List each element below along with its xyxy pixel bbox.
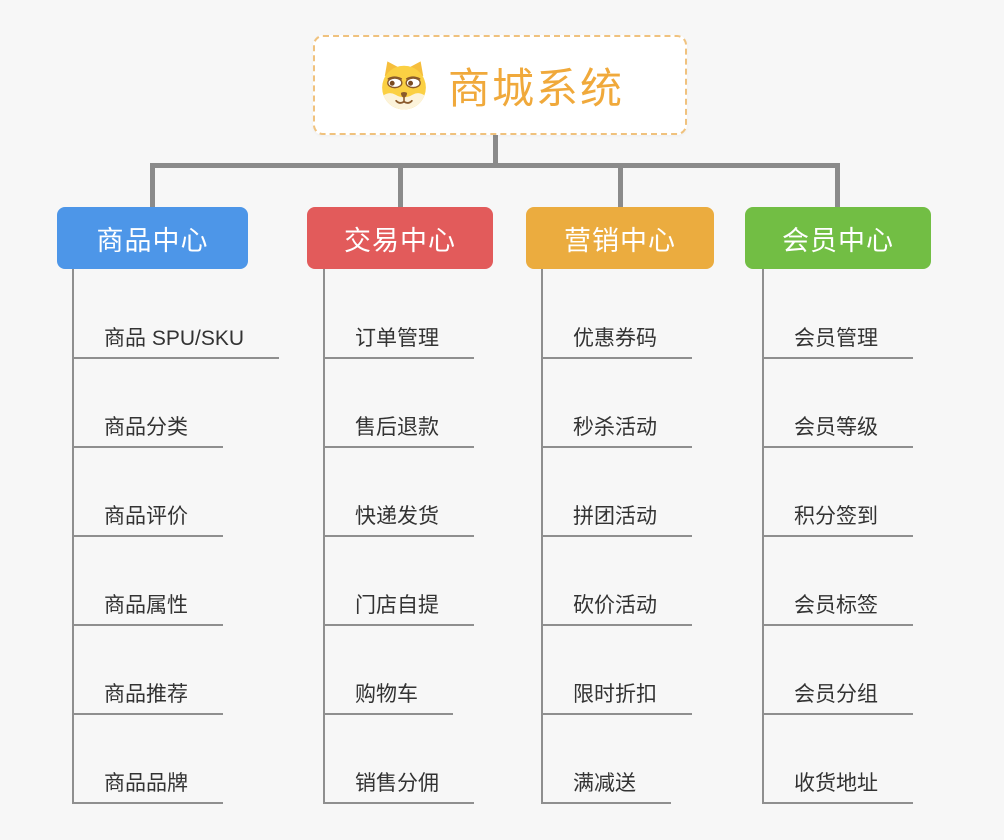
connector-horizontal-rail: [150, 163, 839, 168]
branch-node-marketing-center[interactable]: 营销中心: [526, 207, 714, 269]
branch-label: 会员中心: [782, 225, 894, 256]
root-node[interactable]: 商城系统: [313, 35, 687, 135]
branch-node-trade-center[interactable]: 交易中心: [307, 207, 493, 269]
leaf-node[interactable]: 快递发货: [323, 501, 474, 537]
branch-label: 交易中心: [344, 225, 456, 256]
connector-drop-marketing: [618, 163, 623, 207]
leaf-node[interactable]: 收货地址: [762, 768, 913, 804]
branch-label: 营销中心: [564, 225, 676, 256]
leaf-node[interactable]: 限时折扣: [541, 679, 692, 715]
branch-node-member-center[interactable]: 会员中心: [745, 207, 931, 269]
leaf-node[interactable]: 商品属性: [72, 590, 223, 626]
leaf-node[interactable]: 销售分佣: [323, 768, 474, 804]
leaf-node[interactable]: 会员管理: [762, 323, 913, 359]
branch-label: 商品中心: [96, 225, 209, 256]
leaf-node[interactable]: 商品 SPU/SKU: [72, 323, 280, 359]
leaf-node[interactable]: 秒杀活动: [541, 412, 692, 448]
leaf-node[interactable]: 会员标签: [762, 590, 913, 626]
root-title: 商城系统: [447, 64, 624, 112]
leaf-node[interactable]: 会员等级: [762, 412, 913, 448]
leaf-node[interactable]: 购物车: [323, 679, 453, 715]
leaf-node[interactable]: 满减送: [541, 768, 671, 804]
leaf-node[interactable]: 拼团活动: [541, 501, 692, 537]
leaf-node[interactable]: 门店自提: [323, 590, 474, 626]
leaf-node[interactable]: 订单管理: [323, 323, 474, 359]
leaf-node[interactable]: 砍价活动: [541, 590, 692, 626]
leaf-node[interactable]: 商品评价: [72, 501, 223, 537]
connector-drop-trade: [398, 163, 403, 207]
leaf-node[interactable]: 售后退款: [323, 412, 474, 448]
leaf-node[interactable]: 商品品牌: [72, 768, 223, 804]
leaf-node[interactable]: 会员分组: [762, 679, 913, 715]
connector-drop-product: [150, 163, 155, 207]
leaf-node[interactable]: 优惠券码: [541, 323, 692, 359]
shiba-dog-icon: [376, 57, 432, 113]
leaf-node[interactable]: 商品推荐: [72, 679, 223, 715]
branch-node-product-center[interactable]: 商品中心: [57, 207, 248, 269]
leaf-node[interactable]: 商品分类: [72, 412, 223, 448]
leaf-node[interactable]: 积分签到: [762, 501, 913, 537]
connector-root-stub: [493, 133, 498, 165]
connector-drop-member: [835, 163, 840, 207]
